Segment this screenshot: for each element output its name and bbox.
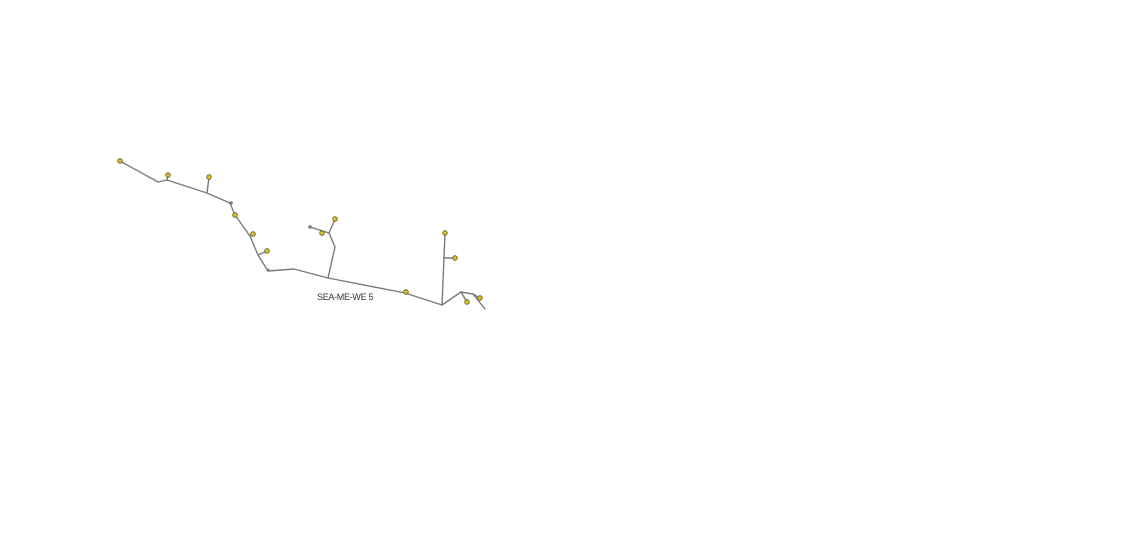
landing-point-marker[interactable] [232, 212, 238, 218]
landing-point-marker[interactable] [250, 231, 256, 237]
landing-point-marker[interactable] [165, 172, 171, 178]
cable-trunk-segment[interactable] [119, 160, 486, 310]
cable-name-label: SEA-ME-WE 5 [317, 292, 374, 302]
landing-point-marker[interactable] [319, 230, 325, 236]
junction-point [308, 225, 312, 229]
landing-point-marker[interactable] [332, 216, 338, 222]
landing-point-marker[interactable] [452, 255, 458, 261]
cable-branch[interactable] [309, 226, 330, 234]
landing-point-marker[interactable] [206, 174, 212, 180]
cable-branch[interactable] [441, 232, 446, 306]
landing-point-marker[interactable] [464, 299, 470, 305]
junction-point [266, 268, 270, 272]
landing-point-marker[interactable] [477, 295, 483, 301]
junction-point [229, 201, 233, 205]
landing-point-marker[interactable] [117, 158, 123, 164]
cable-branch[interactable] [327, 218, 336, 279]
landing-point-marker[interactable] [264, 248, 270, 254]
landing-point-marker[interactable] [403, 289, 409, 295]
landing-point-marker[interactable] [442, 230, 448, 236]
